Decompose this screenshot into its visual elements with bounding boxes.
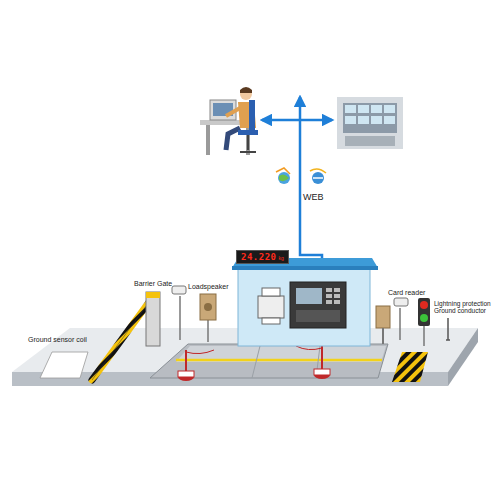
- network-label: WEB: [303, 192, 324, 202]
- operator-figure: [200, 87, 258, 155]
- card-reader: [376, 298, 408, 344]
- weight-unit: kg: [279, 255, 284, 261]
- lightning-rod: [446, 318, 450, 340]
- loudspeaker: [200, 294, 216, 342]
- sensor-coil: [40, 352, 88, 378]
- part-label: Card reader: [388, 289, 425, 297]
- network-arrows: [262, 97, 332, 268]
- monitor-wall: [337, 97, 403, 149]
- part-label: Lightning protection Ground conductor: [434, 300, 496, 315]
- weight-reading: 24.220: [241, 252, 277, 262]
- camera-left: [172, 286, 186, 340]
- booth: [232, 258, 378, 346]
- part-label: Loadspeaker: [188, 283, 228, 291]
- weighbridge: [150, 344, 388, 378]
- bollards: [178, 346, 330, 381]
- traffic-light: [418, 298, 430, 346]
- web-icons: [276, 168, 326, 184]
- barrier-gate: [92, 292, 160, 380]
- part-label: Ground sensor coil: [28, 336, 87, 344]
- weight-display: 24.220kg: [236, 250, 289, 264]
- part-label: Barrier Gate: [134, 280, 172, 288]
- speed-bump: [392, 352, 428, 382]
